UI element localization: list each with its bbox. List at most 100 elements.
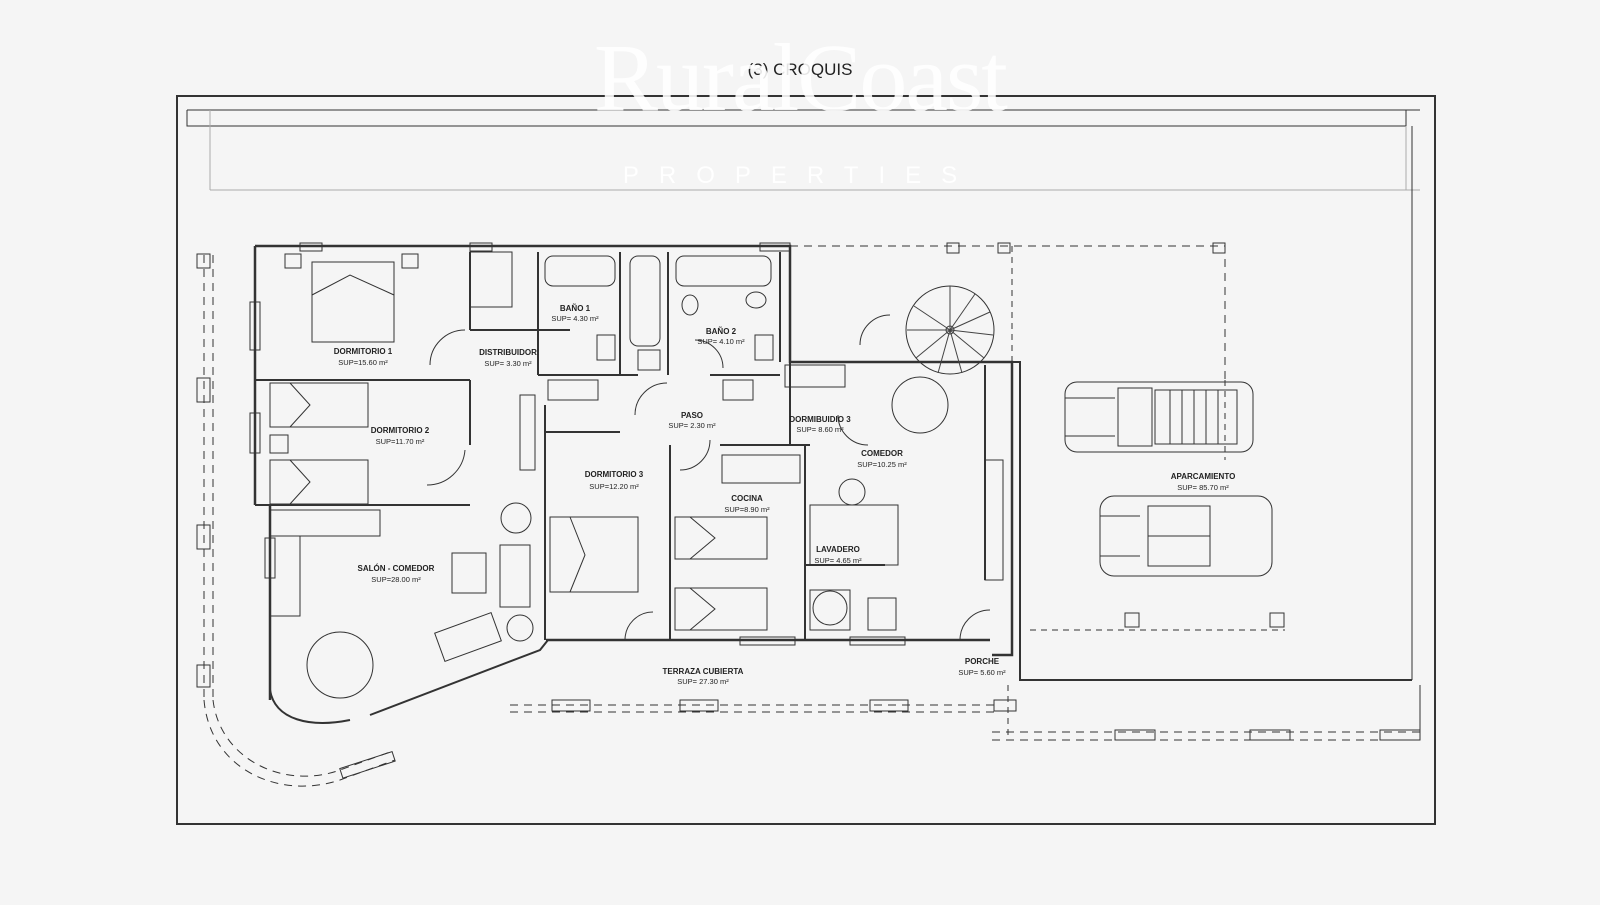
sofa: [499, 544, 531, 608]
post: [1212, 242, 1226, 254]
room-name: DORMIBUIDIO 3: [789, 415, 851, 424]
post: [993, 699, 1017, 712]
car-sedan: [1099, 495, 1273, 577]
room-area: SUP= 2.30 m²: [668, 421, 716, 430]
armchair: [500, 502, 532, 534]
bed: [549, 516, 639, 593]
bathtub: [544, 255, 616, 287]
house-wall: [269, 689, 351, 724]
room-area: SUP= 4.65 m²: [814, 556, 862, 565]
post: [1114, 729, 1156, 741]
room-area: SUP=12.20 m²: [589, 482, 639, 491]
post: [869, 699, 909, 712]
bed: [269, 382, 369, 428]
door: [694, 339, 724, 369]
room-name: SALÓN - COMEDOR: [358, 564, 435, 573]
bed-sheet: [289, 459, 311, 505]
room-name: TERRAZA CUBIERTA: [663, 667, 744, 676]
table: [451, 552, 487, 594]
counter: [269, 509, 381, 537]
window: [849, 636, 906, 646]
window: [739, 636, 796, 646]
counter: [269, 535, 301, 617]
room-area: SUP=10.25 m²: [857, 460, 907, 469]
room-area: SUP=8.90 m²: [724, 505, 770, 514]
washer: [812, 590, 848, 626]
door: [624, 611, 654, 641]
room-name: LAVADERO: [816, 545, 860, 554]
nightstand: [401, 253, 419, 269]
bed-sheet: [689, 587, 716, 631]
post: [196, 253, 211, 269]
door: [837, 414, 869, 446]
window: [469, 242, 493, 252]
door: [679, 439, 711, 471]
watermark-tagline: PROPERTIES: [622, 162, 978, 189]
bed-sheet: [289, 382, 311, 428]
toilet: [745, 291, 767, 309]
wardrobe: [519, 394, 536, 471]
kitchen-counter: [721, 454, 801, 484]
post: [997, 242, 1011, 254]
boundary-wall: [186, 110, 1407, 127]
post: [679, 699, 719, 712]
post: [1269, 612, 1285, 628]
garden-path: [203, 699, 396, 787]
window: [299, 242, 323, 252]
bathtub: [629, 255, 661, 347]
post: [946, 242, 960, 254]
post: [1124, 612, 1140, 628]
nightstand: [269, 434, 289, 454]
bathtub: [675, 255, 772, 287]
door: [959, 609, 991, 641]
round-table: [838, 478, 866, 506]
sink: [596, 334, 616, 361]
armchair: [506, 614, 534, 642]
wardrobe: [469, 251, 513, 308]
post: [196, 524, 211, 550]
door: [429, 329, 466, 366]
door: [859, 314, 891, 346]
window: [759, 242, 791, 252]
room-name: DORMITORIO 3: [585, 470, 644, 479]
garden-path: [212, 699, 391, 777]
bed: [674, 516, 768, 560]
plan-title: (3) CROQUIS: [747, 60, 853, 79]
dining-table: [891, 376, 949, 434]
sofa: [434, 612, 502, 662]
room-name: PORCHE: [965, 657, 1000, 666]
bed-sheet: [689, 516, 716, 560]
door: [426, 449, 466, 486]
room-area: SUP= 8.60 m²: [796, 425, 844, 434]
room-area: SUP= 3.30 m²: [484, 359, 532, 368]
room-name: BAÑO 1: [560, 304, 591, 313]
room-name: DISTRIBUIDOR: [479, 348, 537, 357]
sink: [867, 597, 897, 631]
washer: [809, 589, 851, 631]
sink: [754, 334, 774, 361]
sink: [637, 349, 661, 371]
bed: [311, 261, 395, 343]
room-area: SUP=28.00 m²: [371, 575, 421, 584]
room-area: SUP= 5.60 m²: [958, 668, 1006, 677]
room-area: SUP= 27.30 m²: [677, 677, 729, 686]
room-name: COMEDOR: [861, 449, 903, 458]
room-name: PASO: [681, 411, 703, 420]
toilet: [681, 294, 699, 316]
post: [551, 699, 591, 712]
window: [249, 301, 261, 351]
watermark-logo: RuralCoast: [594, 24, 1008, 131]
sink: [722, 379, 754, 401]
stair-treads: [907, 286, 994, 374]
nightstand: [284, 253, 302, 269]
room-area: SUP=11.70 m²: [376, 437, 425, 446]
post: [196, 377, 211, 403]
room-area: SUP= 4.10 m²: [697, 337, 745, 346]
bed-sheet: [311, 274, 395, 296]
room-name: BAÑO 2: [706, 327, 737, 336]
car-pickup: [1064, 381, 1254, 453]
sink: [547, 379, 599, 401]
plot-boundary: [176, 95, 1436, 825]
parking-wall: [1012, 361, 1412, 681]
